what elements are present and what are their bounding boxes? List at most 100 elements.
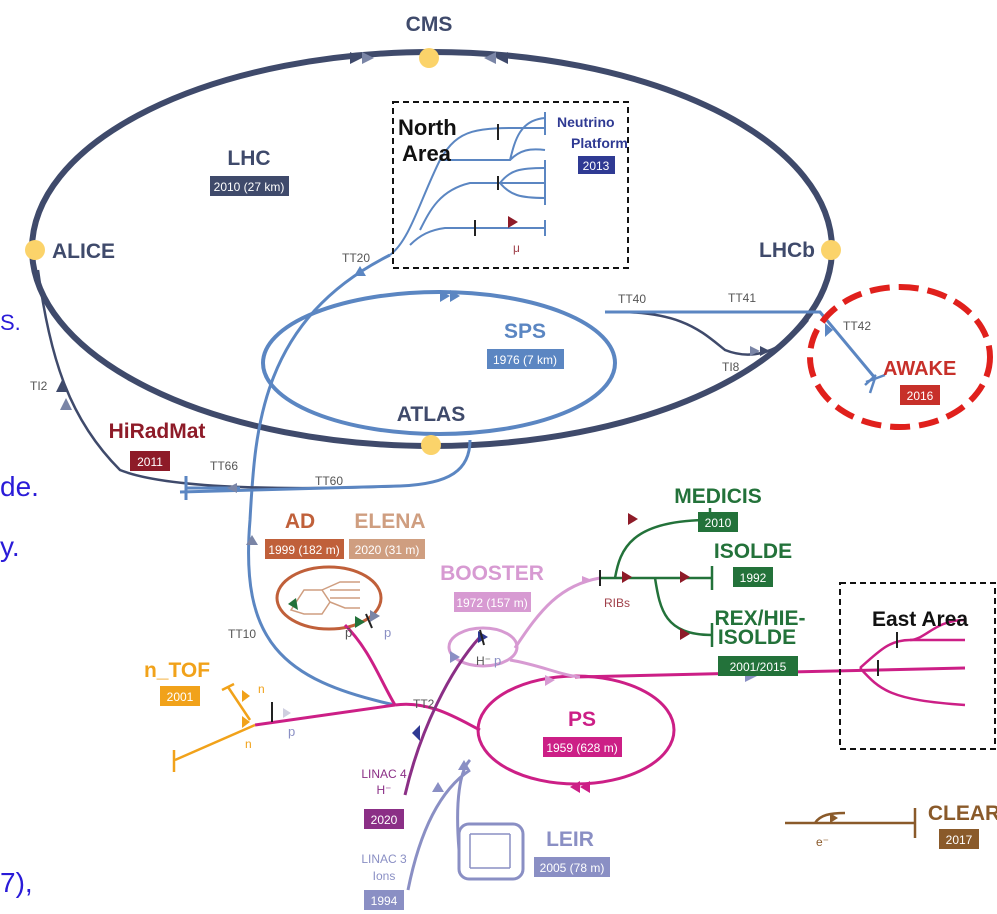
svg-text:2005 (78 m): 2005 (78 m) (540, 861, 605, 875)
ps-to-tt2 (394, 702, 481, 732)
svg-text:SPS: SPS (504, 320, 546, 343)
clear-line (785, 808, 917, 838)
label-linac4: LINAC 4 H⁻ 2020 (361, 767, 407, 829)
beam-arrows (56, 52, 838, 823)
particle-eminus: e⁻ (816, 835, 829, 849)
svg-text:2013: 2013 (583, 159, 610, 173)
label-leir: LEIR 2005 (78 m) (534, 828, 610, 877)
svg-text:HiRadMat: HiRadMat (109, 420, 206, 443)
clipped-text-4: 7), (0, 867, 33, 898)
detector-lhcb: LHCb (759, 239, 841, 262)
tt41-line (605, 310, 877, 379)
svg-text:1972 (157 m): 1972 (157 m) (456, 596, 527, 610)
particle-pbar: p̄ (345, 625, 352, 640)
detector-atlas: ATLAS (397, 403, 465, 455)
label-medicis: MEDICIS 2010 (674, 485, 762, 532)
elena-ring (289, 581, 360, 615)
svg-text:Neutrino: Neutrino (557, 114, 615, 130)
linac4-line (403, 635, 482, 796)
awake-highlight-circle (807, 284, 993, 430)
tick-marks (271, 124, 898, 722)
north-area-label-2: Area (402, 141, 452, 166)
particle-n-2: n (245, 737, 252, 751)
particle-n-1: n (258, 682, 265, 696)
svg-text:ISOLDE: ISOLDE (714, 540, 792, 563)
particle-mu: μ (513, 241, 520, 255)
label-tt60: TT60 (315, 474, 343, 488)
label-tt10: TT10 (228, 627, 256, 641)
label-clear: CLEAR 2017 (928, 802, 997, 849)
particle-p-ad: p (384, 625, 391, 640)
tt40-line (604, 310, 809, 356)
svg-text:Ions: Ions (373, 869, 396, 883)
particle-hminus: H⁻ (476, 654, 491, 668)
svg-text:2010 (27 km): 2010 (27 km) (214, 180, 285, 194)
tt10-line (247, 253, 396, 707)
svg-text:2017: 2017 (946, 833, 973, 847)
label-tt41: TT41 (728, 291, 756, 305)
east-area-label: East Area (872, 608, 968, 631)
svg-text:LINAC 3: LINAC 3 (361, 852, 407, 866)
label-rex-hie-isolde: REX/HIE- ISOLDE 2001/2015 (714, 607, 806, 676)
svg-text:REX/HIE-: REX/HIE- (714, 607, 805, 630)
label-ti2: TI2 (30, 379, 48, 393)
east-area-branches (859, 618, 966, 707)
svg-text:n_TOF: n_TOF (144, 659, 210, 682)
detector-alice: ALICE (25, 240, 115, 263)
svg-text:ATLAS: ATLAS (397, 403, 465, 426)
label-elena: ELENA 2020 (31 m) (349, 510, 426, 559)
label-ti8: TI8 (722, 360, 740, 374)
isolde-lines (600, 508, 714, 647)
linac3-line (406, 758, 472, 891)
svg-text:LHCb: LHCb (759, 239, 815, 262)
svg-text:1994: 1994 (371, 894, 398, 908)
ntof-branch (172, 682, 256, 772)
svg-text:2001: 2001 (167, 690, 194, 704)
svg-text:BOOSTER: BOOSTER (440, 562, 544, 585)
label-neutrino-platform: Neutrino Platform 2013 (557, 114, 628, 174)
awake-stub (864, 373, 886, 394)
label-ad: AD 1999 (182 m) (265, 510, 344, 559)
label-tt20: TT20 (342, 251, 370, 265)
label-tt2: TT2 (413, 697, 435, 711)
svg-text:CLEAR: CLEAR (928, 802, 997, 825)
particle-p-ntof: p (288, 724, 295, 739)
clipped-text-3: y. (0, 531, 20, 562)
clipped-text-1: S. (0, 310, 21, 335)
ntof-line (254, 703, 396, 727)
lhc-ring (29, 49, 835, 449)
label-tt40: TT40 (618, 292, 646, 306)
label-tt66: TT66 (210, 459, 238, 473)
label-tt42: TT42 (843, 319, 871, 333)
clipped-text-2: de. (0, 471, 39, 502)
svg-text:CMS: CMS (406, 13, 453, 36)
svg-text:LEIR: LEIR (546, 828, 594, 851)
svg-text:2020 (31 m): 2020 (31 m) (355, 543, 420, 557)
svg-text:1992: 1992 (740, 571, 767, 585)
label-booster: BOOSTER 1972 (157 m) (440, 562, 544, 612)
tt60-line (179, 439, 472, 494)
svg-text:ELENA: ELENA (354, 510, 425, 533)
leir-ring (457, 822, 525, 881)
booster-to-isolde-line (513, 576, 601, 649)
particle-ribs: RIBs (604, 596, 630, 610)
svg-text:2020: 2020 (371, 813, 398, 827)
svg-text:PS: PS (568, 708, 596, 731)
svg-text:MEDICIS: MEDICIS (674, 485, 762, 508)
north-area-label-1: North (398, 115, 457, 140)
label-sps: SPS 1976 (7 km) (487, 320, 564, 369)
sps-ring (261, 290, 617, 436)
svg-text:1959 (628 m): 1959 (628 m) (546, 741, 617, 755)
particle-p-booster: p (494, 653, 501, 668)
svg-text:2001/2015: 2001/2015 (730, 660, 787, 674)
label-lhc: LHC 2010 (27 km) (210, 147, 289, 196)
ad-ring (275, 565, 383, 631)
label-isolde: ISOLDE 1992 (714, 540, 792, 587)
svg-text:2016: 2016 (907, 389, 934, 403)
ps-to-ad-line (343, 623, 397, 706)
svg-text:2010: 2010 (705, 516, 732, 530)
label-ps: PS 1959 (628 m) (543, 708, 622, 757)
label-awake: AWAKE 2016 (883, 358, 956, 405)
